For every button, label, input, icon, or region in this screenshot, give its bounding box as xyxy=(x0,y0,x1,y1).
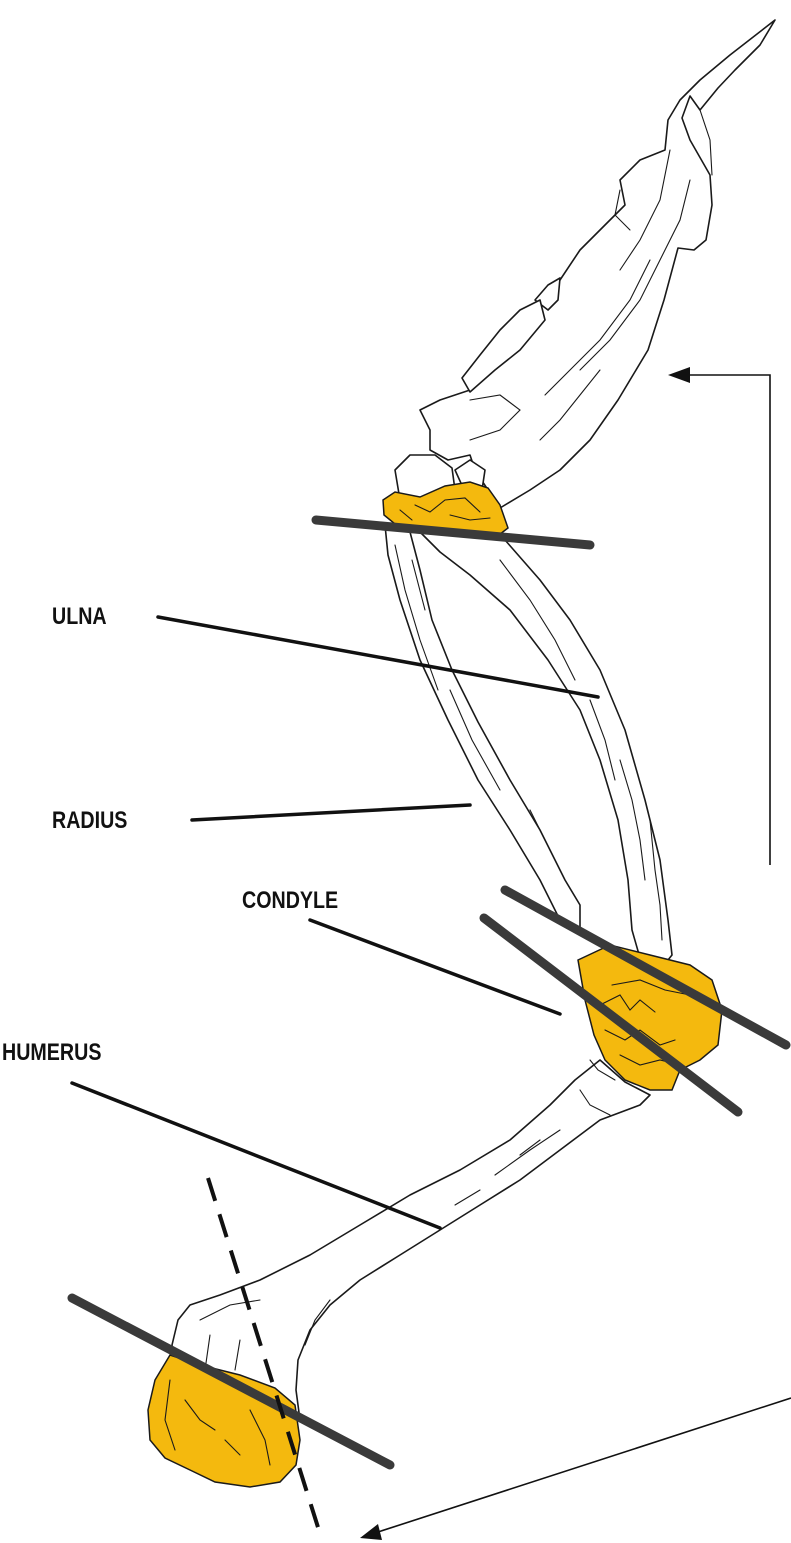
ulna-bone xyxy=(420,532,672,970)
condyle-label: CONDYLE xyxy=(242,886,338,913)
head-arrowhead xyxy=(360,1524,382,1540)
radius-leader-line xyxy=(192,805,470,820)
wing-tip-digits xyxy=(420,20,775,508)
humerus-label: HUMERUS xyxy=(2,1038,101,1065)
condyle-leader-line xyxy=(310,920,560,1014)
wing-tip-arrowhead xyxy=(668,367,690,383)
humerus-leader-line xyxy=(72,1083,440,1228)
labels: ULNA RADIUS CONDYLE HUMERUS xyxy=(2,602,338,1065)
head-arrow-line xyxy=(378,1398,791,1532)
wing-tip-arrow-line xyxy=(688,375,770,865)
ulna-label: ULNA xyxy=(52,602,107,629)
radius-label: RADIUS xyxy=(52,806,127,833)
humerus-bone xyxy=(172,1060,650,1420)
